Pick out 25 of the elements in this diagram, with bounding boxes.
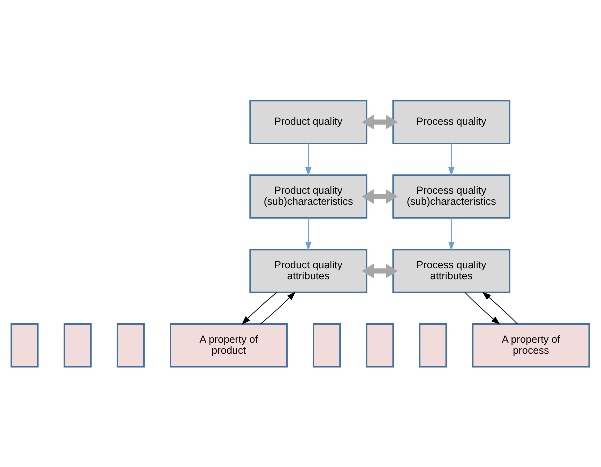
arrow	[448, 217, 455, 250]
node-box	[64, 323, 92, 368]
node-box	[419, 323, 448, 368]
node-box: A property of process	[472, 323, 590, 368]
node-box	[10, 323, 39, 368]
arrow	[242, 292, 278, 324]
node-box: Product quality attributes	[250, 248, 368, 293]
arrow	[260, 291, 296, 324]
arrow	[362, 188, 398, 204]
arrow	[464, 292, 500, 324]
node-box: Product quality (sub)characteristics	[250, 174, 368, 218]
node-box	[116, 323, 145, 368]
node-box: Process quality	[392, 100, 511, 144]
arrow	[362, 263, 398, 278]
node-box	[366, 323, 394, 368]
node-box: A property of product	[170, 323, 288, 368]
node-box	[313, 323, 342, 368]
arrow	[306, 217, 312, 250]
arrow	[482, 291, 518, 324]
node-box: Process quality attributes	[392, 248, 511, 293]
node-box: Product quality	[250, 100, 368, 144]
arrow	[362, 114, 398, 130]
arrow	[448, 142, 455, 176]
arrow	[306, 142, 312, 176]
node-box: Process quality (sub)characteristics	[392, 174, 511, 218]
